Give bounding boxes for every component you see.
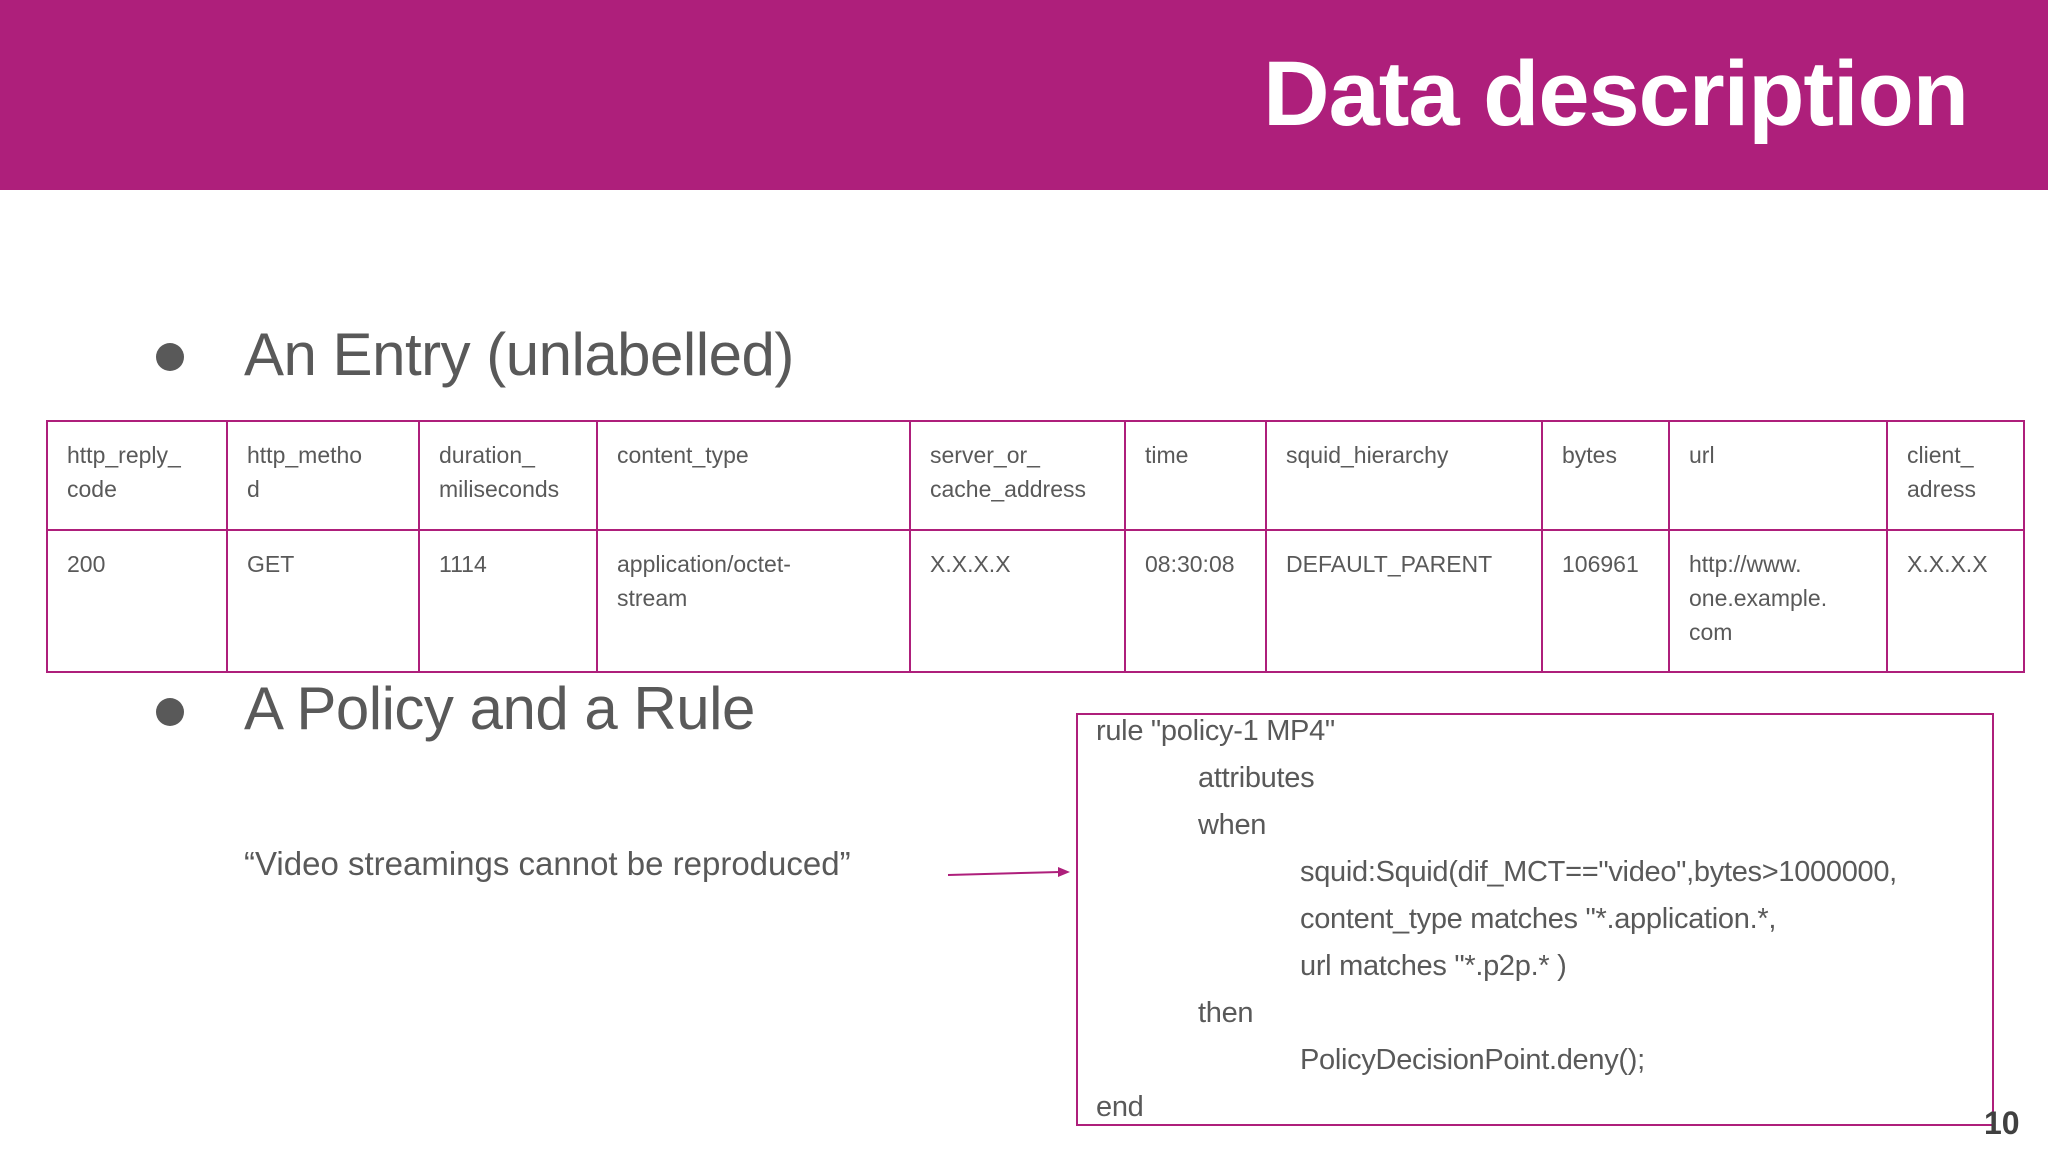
code-line: attributes: [1198, 762, 1315, 794]
code-line: PolicyDecisionPoint.deny();: [1300, 1044, 1645, 1076]
slide-header: Data description: [0, 0, 2048, 190]
table-cell: 1114: [418, 529, 598, 673]
bullet-policy: A Policy and a Rule: [244, 675, 755, 742]
table-cell: 106961: [1541, 529, 1670, 673]
table-header-cell: url: [1668, 420, 1888, 531]
table-cell: X.X.X.X: [909, 529, 1126, 673]
table-header-cell: http_reply_ code: [46, 420, 228, 531]
bullet-dot-icon: [156, 698, 184, 726]
bullet-dot-icon: [156, 343, 184, 371]
code-line: url matches "*.p2p.* ): [1300, 950, 1567, 982]
slide-title: Data description: [1263, 43, 1969, 145]
code-line: rule "policy-1 MP4": [1096, 715, 1335, 747]
code-line: then: [1198, 997, 1254, 1029]
table-header-cell: squid_hierarchy: [1265, 420, 1543, 531]
table-header-cell: server_or_ cache_address: [909, 420, 1126, 531]
table-header-cell: content_type: [596, 420, 911, 531]
table-cell: GET: [226, 529, 420, 673]
rule-code-box: rule "policy-1 MP4" attributes when squi…: [1076, 713, 1994, 1126]
table-cell: DEFAULT_PARENT: [1265, 529, 1543, 673]
arrow-icon: [947, 867, 1070, 877]
bullet-entry: An Entry (unlabelled): [244, 321, 794, 388]
table-cell: X.X.X.X: [1886, 529, 2025, 673]
table-cell: http://www. one.example. com: [1668, 529, 1888, 673]
table-cell: 08:30:08: [1124, 529, 1267, 673]
table-header-cell: bytes: [1541, 420, 1670, 531]
code-line: when: [1198, 809, 1267, 841]
table-header-cell: http_metho d: [226, 420, 420, 531]
page-number: 10: [1984, 1105, 2020, 1141]
table-header-cell: duration_ miliseconds: [418, 420, 598, 531]
table-header-cell: time: [1124, 420, 1267, 531]
code-line: end: [1096, 1091, 1144, 1123]
table-cell: application/octet- stream: [596, 529, 911, 673]
policy-quote: “Video streamings cannot be reproduced”: [244, 845, 851, 882]
code-line: content_type matches "*.application.*,: [1300, 903, 1777, 935]
table-header-cell: client_ adress: [1886, 420, 2025, 531]
code-line: squid:Squid(dif_MCT=="video",bytes>10000…: [1300, 856, 1897, 888]
table-cell: 200: [46, 529, 228, 673]
